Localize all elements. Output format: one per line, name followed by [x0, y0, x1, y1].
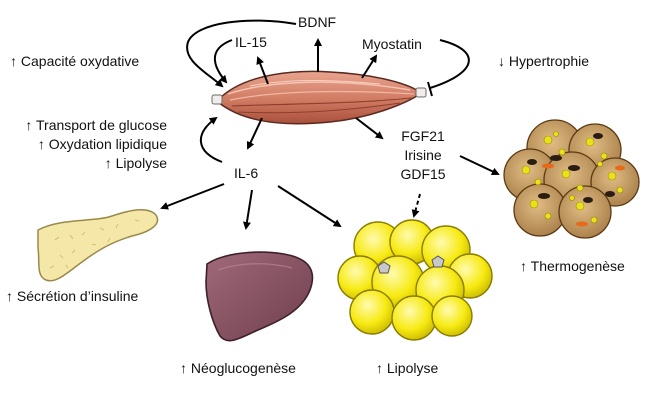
- label-il15: IL-15: [235, 34, 267, 50]
- label-neoglucogenese: ↑ Néoglucogenèse: [180, 360, 296, 376]
- arrows: [160, 19, 500, 230]
- label-thermogenese: ↑ Thermogenèse: [520, 258, 625, 274]
- liver-illustration: [205, 251, 314, 342]
- label-capacite-oxydative: ↑ Capacité oxydative: [10, 53, 140, 69]
- white-adipocytes-illustration: [337, 219, 493, 341]
- label-fgf21: FGF21: [401, 128, 445, 144]
- label-bdnf: BDNF: [298, 14, 337, 30]
- label-il6: IL-6: [234, 165, 259, 181]
- label-lipolyse-adipocytes: ↑ Lipolyse: [376, 360, 439, 376]
- label-oxydation-lipidique: ↑ Oxydation lipidique: [37, 136, 167, 152]
- label-lipolyse-muscle: ↑ Lipolyse: [104, 155, 167, 171]
- label-gdf15: GDF15: [400, 166, 446, 182]
- label-transport-glucose: ↑ Transport de glucose: [25, 117, 167, 133]
- muscle-illustration: [211, 70, 427, 125]
- label-irisine: Irisine: [404, 147, 442, 163]
- brown-adipocytes-illustration: [503, 119, 640, 239]
- label-myostatin: Myostatin: [362, 36, 422, 52]
- label-hypertrophie: ↓ Hypertrophie: [498, 53, 590, 69]
- label-secretion-insuline: ↑ Sécrétion d’insuline: [6, 288, 139, 304]
- pancreas-illustration: [37, 209, 159, 282]
